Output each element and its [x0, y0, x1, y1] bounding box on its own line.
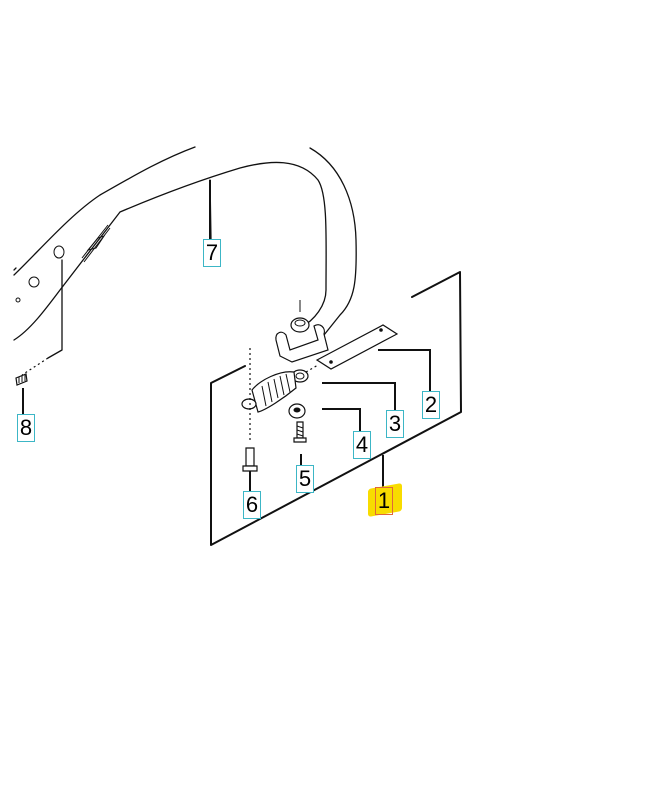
part-6-pin [242, 348, 258, 492]
callout-1-label: 1 [377, 488, 391, 513]
part-3-spring [241, 364, 319, 413]
callout-5[interactable]: 5 [296, 465, 314, 493]
handle-frame [13, 146, 357, 376]
callout-6[interactable]: 6 [243, 491, 261, 519]
callout-2[interactable]: 2 [422, 391, 440, 419]
callout-5-label: 5 [298, 466, 312, 491]
callout-3[interactable]: 3 [386, 410, 404, 438]
part-8-screw [15, 373, 28, 386]
callout-8[interactable]: 8 [17, 414, 35, 442]
callout-2-label: 2 [424, 392, 438, 417]
callout-4[interactable]: 4 [353, 431, 371, 459]
leader-lines [22, 180, 431, 488]
kit-boundary [210, 271, 462, 546]
part-5-bolt [293, 421, 307, 466]
callout-4-label: 4 [355, 432, 369, 457]
callout-3-label: 3 [388, 411, 402, 436]
callout-8-label: 8 [19, 415, 33, 440]
saddle-bracket [275, 300, 329, 363]
callout-7-label: 7 [205, 240, 219, 265]
callout-7[interactable]: 7 [203, 239, 221, 267]
callout-6-label: 6 [245, 492, 259, 517]
part-4-nut [288, 403, 306, 419]
callout-1[interactable]: 1 [375, 487, 393, 515]
part-2-plate [315, 324, 399, 370]
